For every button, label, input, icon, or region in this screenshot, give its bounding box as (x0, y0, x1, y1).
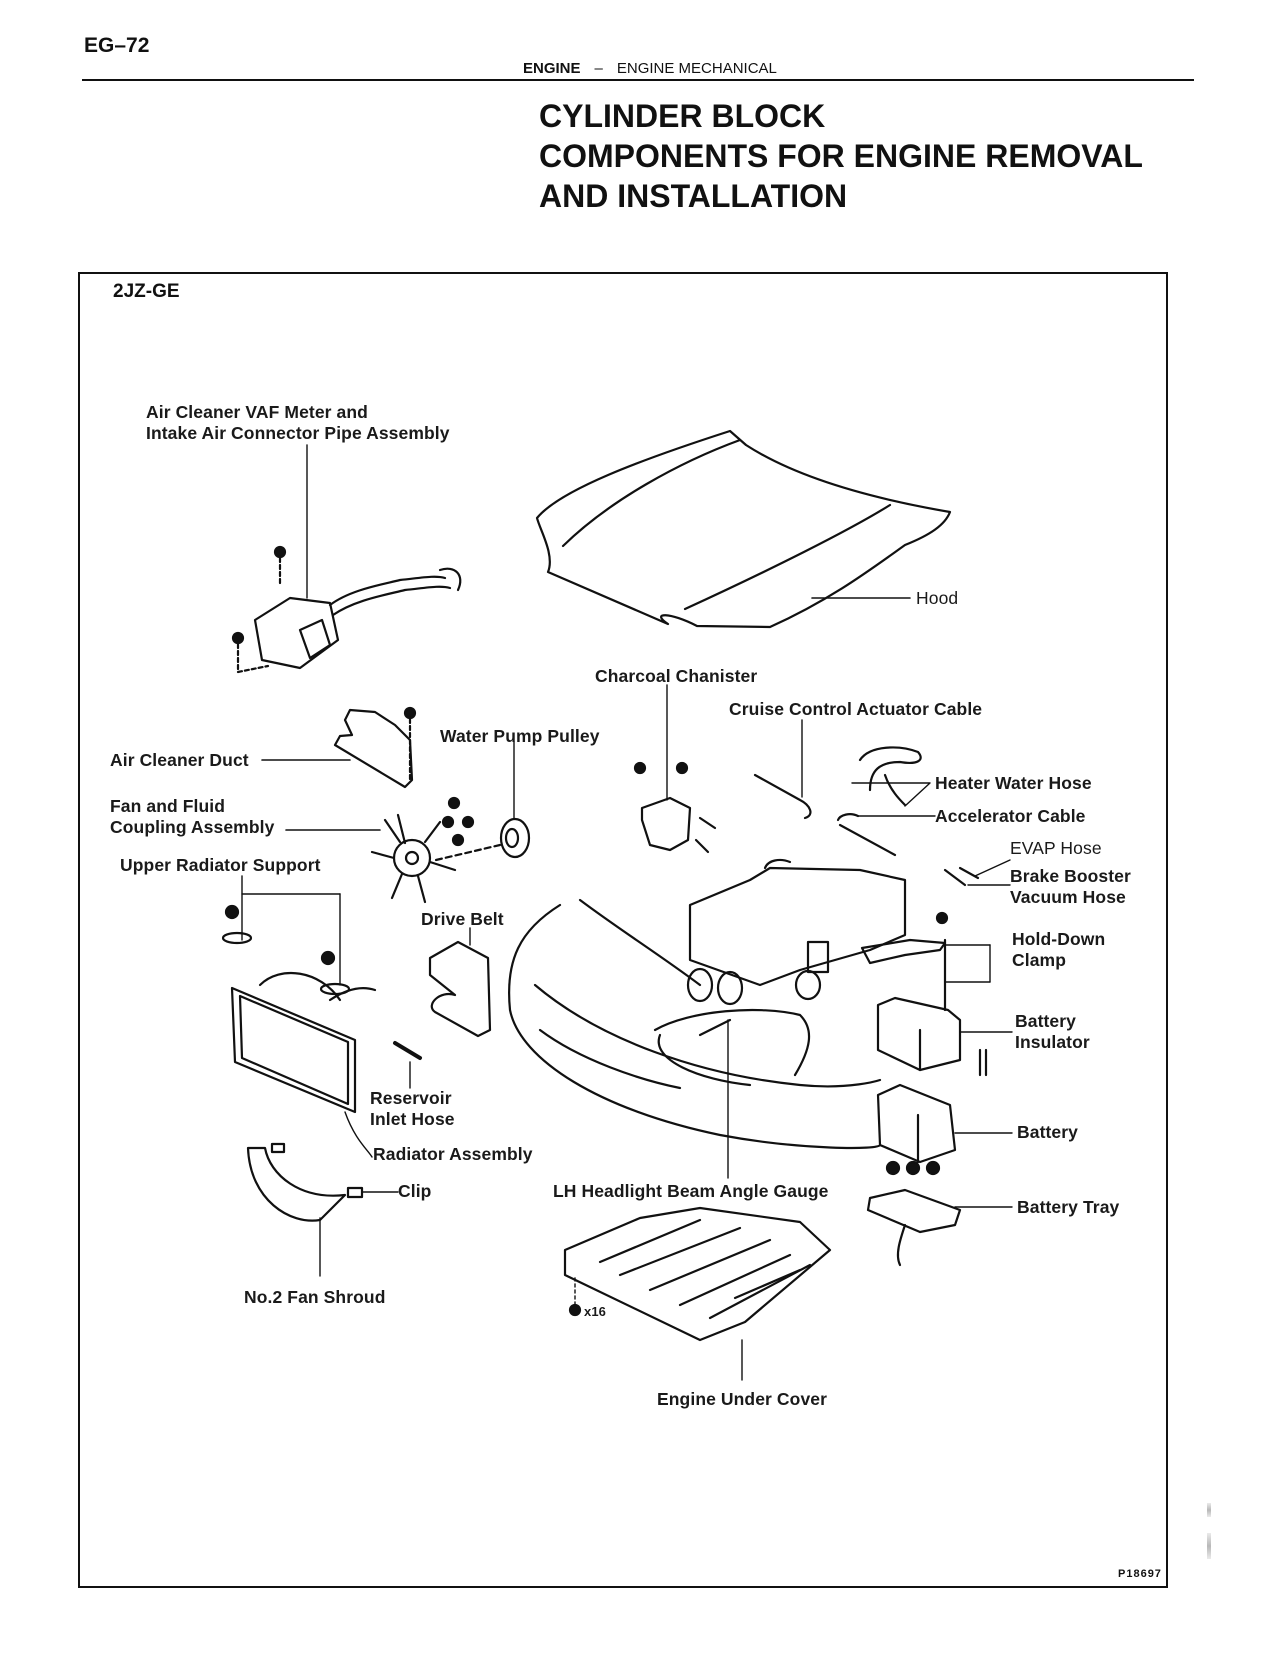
accelerator-cable-part (836, 813, 936, 857)
label-air-cleaner-vaf-line-2: Intake Air Connector Pipe Assembly (146, 423, 450, 443)
label-brake-booster-line-1: Brake Booster (1010, 866, 1131, 886)
label-battery-tray: Battery Tray (1017, 1197, 1120, 1217)
figure-frame (78, 272, 1168, 1588)
label-battery-insulator-line-1: Battery (1015, 1011, 1077, 1031)
label-lh-headlight-beam-angle-gauge: LH Headlight Beam Angle Gauge (553, 1181, 829, 1201)
reservoir-inlet-hose-part (393, 1041, 422, 1089)
label-upper-radiator-support: Upper Radiator Support (120, 855, 321, 875)
section-major: ENGINE (523, 60, 581, 77)
battery-tray-part (866, 1188, 1013, 1267)
label-fan-coupling-line-2: Coupling Assembly (110, 817, 275, 837)
fan-shroud-part (246, 1142, 399, 1277)
title-line-1: CYLINDER BLOCK (539, 98, 826, 134)
label-reservoir-inlet-hose-line-1: Reservoir (370, 1088, 452, 1108)
label-accelerator-cable: Accelerator Cable (935, 806, 1086, 826)
label-battery-insulator: Battery Insulator (1015, 1011, 1090, 1053)
car-body-part (508, 898, 882, 1179)
engine-under-cover-part (563, 1206, 832, 1381)
water-pump-pulley-part (434, 741, 531, 862)
hold-down-clamp-part (860, 911, 991, 1012)
battery-part (876, 1083, 1013, 1176)
label-fan-coupling: Fan and Fluid Coupling Assembly (110, 796, 274, 838)
figure-code: P18697 (1118, 1568, 1162, 1580)
label-air-cleaner-vaf-line-1: Air Cleaner VAF Meter and (146, 402, 368, 422)
label-charcoal-chanister: Charcoal Chanister (595, 666, 758, 686)
scan-artifact (1207, 1533, 1211, 1559)
label-drive-belt: Drive Belt (421, 909, 504, 929)
section-separator: – (594, 60, 603, 77)
page-number: EG–72 (84, 34, 150, 57)
label-brake-booster-vacuum-hose: Brake Booster Vacuum Hose (1010, 866, 1131, 908)
scan-artifact (1207, 1503, 1211, 1517)
label-clip: Clip (398, 1181, 432, 1201)
title-line-3: AND INSTALLATION (539, 178, 848, 214)
engine-code: 2JZ-GE (113, 281, 180, 302)
label-hold-down-clamp: Hold-Down Clamp (1012, 929, 1105, 971)
engine-part (686, 858, 907, 1006)
label-reservoir-inlet-hose-line-2: Inlet Hose (370, 1109, 455, 1129)
label-brake-booster-line-2: Vacuum Hose (1010, 887, 1126, 907)
cruise-control-cable-part (753, 719, 812, 820)
battery-insulator-part (876, 996, 1013, 1077)
label-hold-down-clamp-line-2: Clamp (1012, 950, 1066, 970)
label-fan-coupling-line-1: Fan and Fluid (110, 796, 226, 816)
fan-coupling-part (285, 796, 475, 904)
drive-belt-part (428, 927, 492, 1038)
label-hold-down-clamp-line-1: Hold-Down (1012, 929, 1106, 949)
label-radiator-assembly: Radiator Assembly (373, 1144, 533, 1164)
section-header: ENGINE–ENGINE MECHANICAL (523, 60, 777, 77)
label-no2-fan-shroud: No.2 Fan Shroud (244, 1287, 386, 1307)
label-air-cleaner-duct: Air Cleaner Duct (110, 750, 249, 770)
hood-part (535, 429, 952, 629)
label-air-cleaner-vaf: Air Cleaner VAF Meter and Intake Air Con… (146, 402, 450, 444)
heater-water-hose-part (851, 746, 931, 807)
page-title: CYLINDER BLOCK COMPONENTS FOR ENGINE REM… (539, 96, 1143, 216)
label-evap-hose: EVAP Hose (1010, 838, 1102, 858)
label-reservoir-inlet-hose: Reservoir Inlet Hose (370, 1088, 455, 1130)
label-cruise-control-actuator-cable: Cruise Control Actuator Cable (729, 699, 983, 719)
label-fastener-count: x16 (584, 1304, 606, 1319)
charcoal-canister-part (633, 684, 717, 854)
upper-radiator-support-part (221, 875, 351, 996)
vacuum-hoses-part (943, 859, 1011, 887)
section-minor: ENGINE MECHANICAL (616, 60, 777, 77)
radiator-part (230, 971, 377, 1158)
label-battery: Battery (1017, 1122, 1079, 1142)
air-cleaner-assembly-part (231, 444, 462, 674)
title-line-2: COMPONENTS FOR ENGINE REMOVAL (539, 138, 1143, 174)
label-engine-under-cover: Engine Under Cover (657, 1389, 828, 1409)
label-heater-water-hose: Heater Water Hose (935, 773, 1092, 793)
label-hood: Hood (916, 588, 959, 608)
header-divider (82, 79, 1194, 81)
label-battery-insulator-line-2: Insulator (1015, 1032, 1090, 1052)
air-cleaner-duct-part (261, 706, 417, 789)
label-water-pump-pulley: Water Pump Pulley (440, 726, 600, 746)
